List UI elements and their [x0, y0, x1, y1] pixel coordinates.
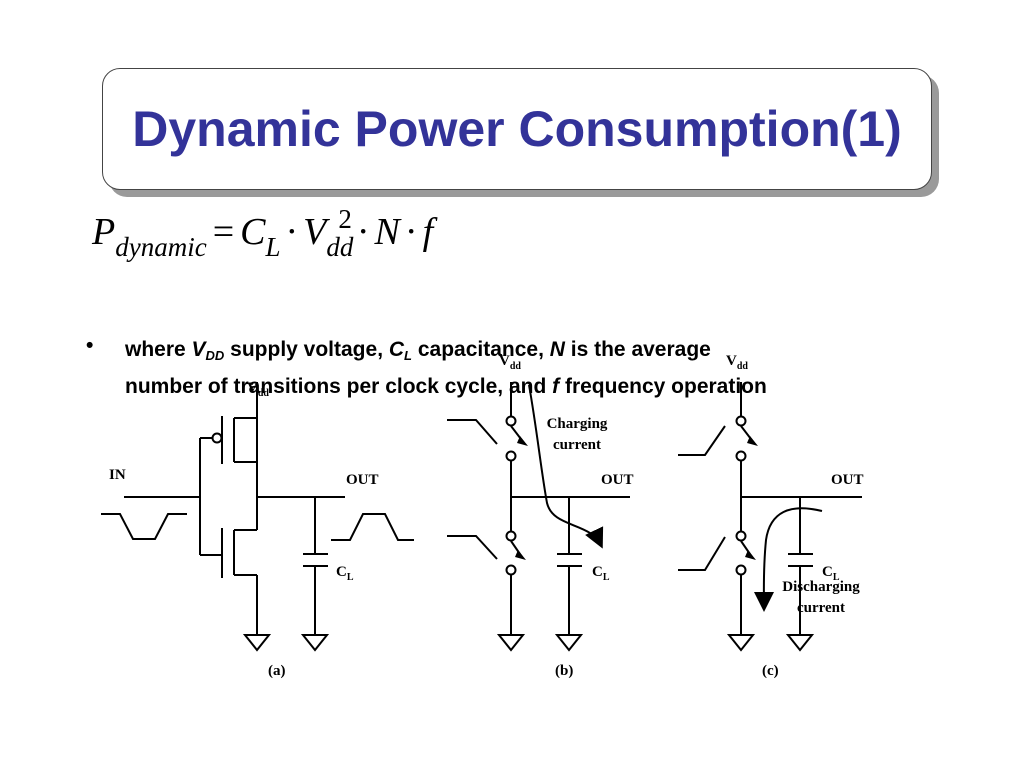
- title-box: Dynamic Power Consumption(1): [102, 68, 932, 190]
- out-label-a: OUT: [346, 472, 379, 488]
- formula-c: C: [240, 211, 266, 253]
- in-label: IN: [109, 467, 126, 483]
- formula-v-exponent: 2: [338, 204, 352, 234]
- page-title: Dynamic Power Consumption(1): [132, 101, 902, 157]
- formula-dot-1: ·: [285, 211, 299, 253]
- out-label-c: OUT: [831, 472, 864, 488]
- caption-b: (b): [555, 663, 573, 679]
- out-label-b: OUT: [601, 472, 634, 488]
- capacitor-label-a: CL: [336, 564, 354, 583]
- circuit-c: [678, 382, 862, 652]
- formula-n: N: [374, 211, 400, 253]
- formula-c-sub: L: [265, 232, 281, 262]
- vdd-label-a: Vdd: [247, 380, 269, 399]
- formula-dot-2: ·: [356, 211, 370, 253]
- formula-v-sub: dd: [326, 232, 354, 262]
- capacitor-label-b: CL: [592, 564, 610, 583]
- formula-v: V: [303, 211, 327, 253]
- formula-dot-3: ·: [404, 211, 418, 253]
- caption-a: (a): [268, 663, 286, 679]
- vdd-label-c: Vdd: [726, 353, 748, 372]
- power-formula: Pdynamic=CL·Vdd2·N·f: [92, 206, 433, 261]
- capacitor-label-c: CL: [822, 564, 840, 583]
- formula-p-sub: dynamic: [115, 232, 207, 262]
- bullet-text: where VDD supply voltage, CL capacitance…: [125, 338, 767, 398]
- formula-equals: =: [212, 211, 235, 253]
- caption-c: (c): [762, 663, 779, 679]
- vdd-label-b: Vdd: [499, 353, 521, 372]
- bullet-marker: •: [86, 334, 94, 357]
- formula-p: P: [92, 211, 116, 253]
- formula-f: f: [422, 211, 434, 253]
- circuit-a: [101, 382, 414, 652]
